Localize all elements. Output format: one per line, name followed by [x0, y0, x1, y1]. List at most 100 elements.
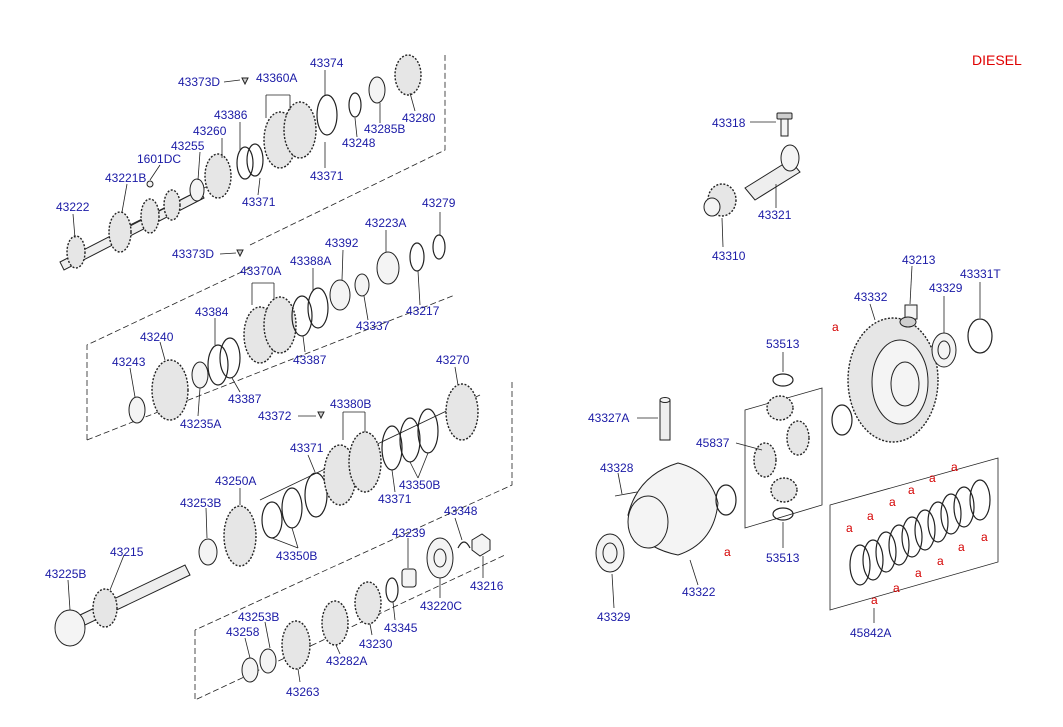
leader [454, 517, 463, 541]
leader [109, 554, 125, 591]
label-43221B: 43221B [105, 171, 146, 185]
leader [354, 117, 358, 138]
leader [149, 164, 161, 181]
label-43327A: 43327A [588, 411, 629, 425]
label-43371: 43371 [310, 169, 344, 183]
label-43373D: 43373D [172, 247, 214, 261]
ring-43217 [409, 242, 425, 272]
label-43222: 43222 [56, 200, 90, 214]
ring-43371-d [381, 425, 403, 471]
bearing-43285B [368, 76, 386, 104]
label-43371: 43371 [290, 441, 324, 455]
leader [392, 601, 396, 621]
frame-output [194, 382, 513, 631]
shim-45842A-1 [849, 544, 871, 586]
leader [307, 454, 316, 473]
label-43220C: 43220C [420, 599, 462, 613]
shim-45842A-8 [940, 493, 962, 535]
label-43374: 43374 [310, 56, 344, 70]
shim-45842A-10 [969, 479, 991, 521]
ring-43350B-c [399, 417, 421, 463]
leader [219, 252, 237, 255]
group-top-shaft: 43373D 43360A 43374 43386 43260 43255 16… [56, 54, 446, 271]
shim-45842A-4 [888, 524, 910, 566]
shim-43331T [967, 318, 993, 354]
label-43331T: 43331T [960, 267, 1001, 281]
bearing-43255 [189, 178, 205, 202]
leader [721, 217, 724, 248]
bearing-43223A [376, 251, 400, 285]
gear-43221B [108, 211, 132, 253]
gear-43222 [66, 235, 86, 269]
leader [67, 579, 71, 611]
label-43239: 43239 [392, 526, 426, 540]
marker-a: a [893, 581, 900, 595]
leader [611, 573, 615, 609]
leader [302, 335, 306, 353]
bearing-43329-b-inner [602, 542, 618, 564]
label-43258: 43258 [226, 625, 260, 639]
bearing-43329-a-inner [937, 340, 951, 360]
ring-43387-a [219, 337, 241, 379]
bearing-43253B [198, 538, 218, 566]
label-45842A: 45842A [850, 626, 891, 640]
label-43373D: 43373D [178, 75, 220, 89]
label-43213: 43213 [902, 253, 936, 267]
leader [159, 341, 166, 361]
shim-45842A-3 [875, 531, 897, 573]
shim-45842A-6 [914, 509, 936, 551]
bearing-43243 [128, 396, 146, 424]
label-43223A: 43223A [365, 216, 406, 230]
label-43348: 43348 [444, 504, 478, 518]
frame-pinions [744, 387, 823, 529]
ring-gear-43332-bore [890, 361, 920, 407]
leader [417, 452, 429, 479]
key-43373D-a [241, 77, 249, 86]
gear-43230 [354, 581, 382, 625]
label-43255: 43255 [171, 139, 205, 153]
gear-43240 [151, 359, 189, 421]
label-43215: 43215 [110, 545, 144, 559]
leader [223, 79, 241, 83]
label-43386: 43386 [214, 108, 248, 122]
leader [391, 469, 396, 493]
group-output-shaft: 43372 43380B 43270 43371 43371 43350B 43… [45, 353, 513, 647]
ring-43350B-b [281, 487, 303, 529]
label-43380B: 43380B [330, 397, 371, 411]
shim-45842A-9 [953, 486, 975, 528]
label-43384: 43384 [195, 305, 229, 319]
label-43322: 43322 [682, 585, 716, 599]
label-43225B: 43225B [45, 567, 86, 581]
washer-53513-a [772, 373, 794, 387]
ring-43371-a [246, 143, 264, 177]
leader [409, 461, 419, 479]
key-43373D-b [236, 249, 244, 258]
pinion-gear-lower [770, 477, 798, 503]
marker-a: a [867, 509, 874, 523]
group-second-shaft: 43373D 43370A 43388A 43392 43223A 43279 … [86, 196, 456, 441]
label-43263: 43263 [286, 685, 320, 699]
frame-shims [829, 457, 999, 611]
clip-43348 [457, 541, 471, 549]
leader [689, 559, 699, 586]
label-43235A: 43235A [180, 417, 221, 431]
gear-spline-a [140, 198, 160, 234]
ring-43345 [385, 577, 399, 603]
label-43270: 43270 [436, 353, 470, 367]
leader [617, 472, 623, 495]
leader [231, 377, 241, 393]
housing-elbow [780, 144, 800, 172]
label-43253B: 43253B [238, 610, 279, 624]
bearing-43225B [54, 609, 86, 647]
marker-a: a [871, 593, 878, 607]
label-43285B: 43285B [364, 122, 405, 136]
sleeve-43239 [401, 568, 417, 588]
leader [369, 623, 373, 636]
label-43371: 43371 [378, 492, 412, 506]
ring-43386 [236, 146, 254, 180]
label-43248: 43248 [342, 136, 376, 150]
label-45837: 45837 [696, 436, 730, 450]
marker-a: a [832, 320, 839, 334]
washer-53513-b [772, 507, 794, 521]
leader [909, 265, 913, 305]
